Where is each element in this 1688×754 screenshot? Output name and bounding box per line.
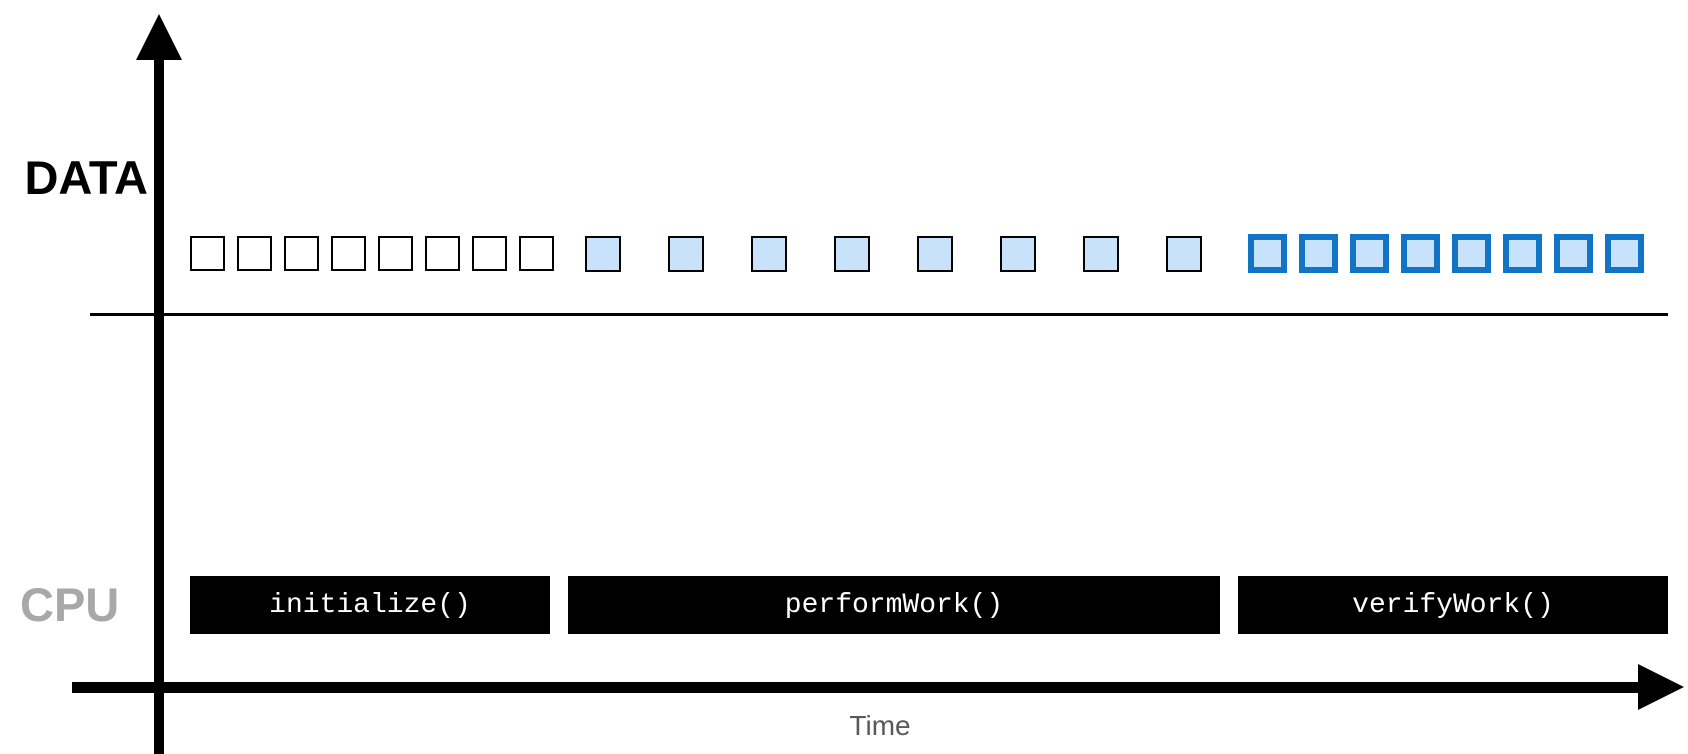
cpu-row-label: CPU [20, 578, 120, 631]
cpu-phase-bar: performWork() [568, 576, 1220, 634]
cpu-phase-bar: verifyWork() [1238, 576, 1668, 634]
data-block-completed [1401, 234, 1440, 273]
cpu-phase-bar: initialize() [190, 576, 550, 634]
data-block-pending [284, 236, 319, 271]
data-block-completed [1503, 234, 1542, 273]
data-block-processing [668, 236, 704, 272]
data-block-processing [1000, 236, 1036, 272]
data-block-processing [1083, 236, 1119, 272]
data-block-pending [237, 236, 272, 271]
row-separator-line [90, 313, 1668, 316]
data-block-processing [1166, 236, 1202, 272]
data-block-pending [472, 236, 507, 271]
data-block-processing [585, 236, 621, 272]
data-block-pending [190, 236, 225, 271]
data-block-pending [519, 236, 554, 271]
data-block-pending [378, 236, 413, 271]
data-block-completed [1605, 234, 1644, 273]
x-axis-line [72, 682, 1640, 693]
data-block-processing [834, 236, 870, 272]
data-row-label: DATA [24, 151, 148, 204]
data-block-completed [1554, 234, 1593, 273]
data-block-pending [331, 236, 366, 271]
data-block-completed [1350, 234, 1389, 273]
data-block-processing [917, 236, 953, 272]
y-axis-line [154, 42, 164, 754]
data-block-pending [425, 236, 460, 271]
x-axis-arrowhead-icon [1638, 664, 1684, 710]
data-block-completed [1452, 234, 1491, 273]
data-block-completed [1299, 234, 1338, 273]
data-block-completed [1248, 234, 1287, 273]
data-block-processing [751, 236, 787, 272]
time-axis-label: Time [849, 710, 911, 741]
y-axis-arrowhead-icon [136, 14, 182, 60]
